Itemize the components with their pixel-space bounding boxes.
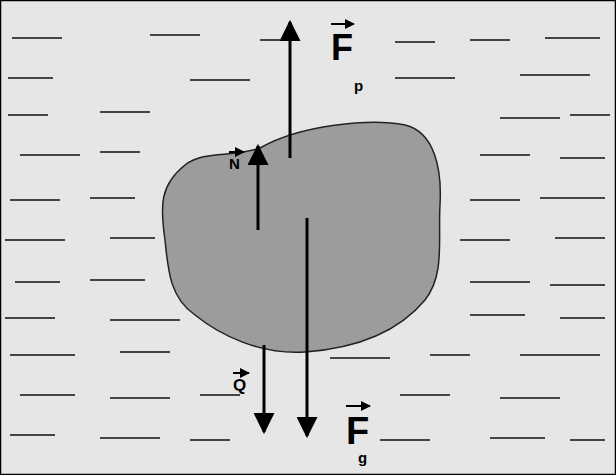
force-subscript: p — [354, 78, 363, 93]
vector-overbars — [229, 24, 370, 406]
immersed-body — [162, 122, 440, 352]
force-vectors — [258, 22, 307, 436]
force-symbol: F — [331, 30, 353, 66]
water-lines — [5, 35, 610, 440]
force-symbol: F — [346, 412, 369, 450]
force-subscript: g — [358, 450, 367, 465]
force-symbol: Q — [233, 377, 246, 394]
force-symbol: N — [229, 156, 240, 171]
